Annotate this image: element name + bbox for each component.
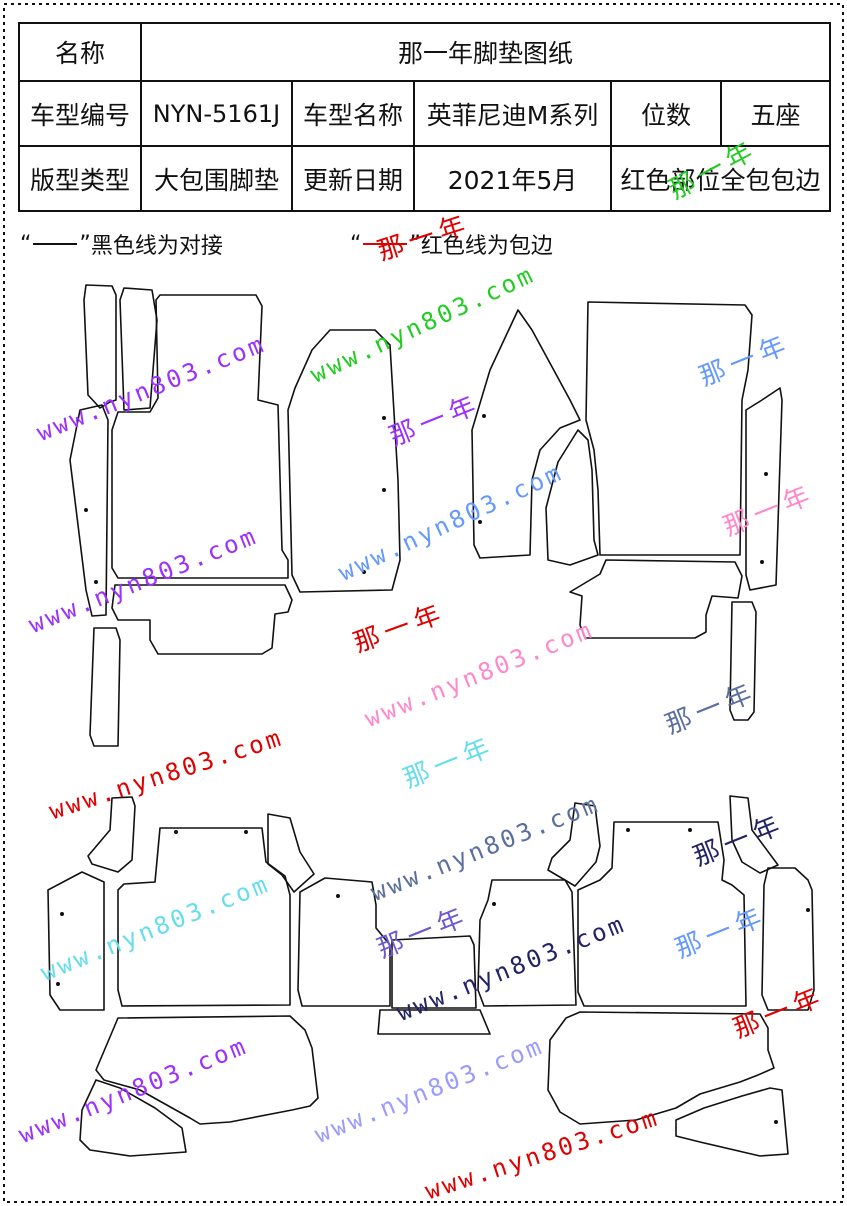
mat-piece <box>79 1079 187 1157</box>
mat-piece <box>675 1087 789 1157</box>
model-code: NYN-5161J <box>140 80 293 147</box>
legend-red: “ ” 红色线为包边 <box>350 228 553 260</box>
legend-red-text: 红色线为包边 <box>420 234 553 259</box>
mat-piece <box>69 404 109 617</box>
mat-piece <box>729 795 779 874</box>
drawing-title: 那一年脚垫图纸 <box>139 22 832 82</box>
model-code-label: 车型编号 <box>18 80 142 147</box>
mat-piece <box>297 877 391 1007</box>
mat-piece <box>471 309 581 559</box>
seats-value: 五座 <box>719 80 832 147</box>
mat-piece <box>267 813 315 893</box>
mat-piece <box>729 601 757 721</box>
mat-piece <box>111 584 293 655</box>
mat-piece <box>745 387 783 591</box>
mat-piece <box>545 429 599 566</box>
mat-piece <box>577 821 747 1007</box>
table-row: 车型编号 NYN-5161J 车型名称 英菲尼迪M系列 位数 五座 <box>18 80 832 147</box>
spec-table: 名称 那一年脚垫图纸 车型编号 NYN-5161J 车型名称 英菲尼迪M系列 位… <box>18 22 832 212</box>
update-date-label: 更新日期 <box>291 145 415 212</box>
update-date: 2021年5月 <box>413 145 612 212</box>
black-line-sample <box>33 243 78 245</box>
mat-piece <box>111 294 289 579</box>
red-line-sample <box>363 243 408 245</box>
mat-piece <box>87 796 136 873</box>
mat-type-label: 版型类型 <box>18 145 142 212</box>
mat-piece <box>391 935 477 1009</box>
legend-black-text: 黑色线为对接 <box>90 234 223 259</box>
legend-black: “ ” 黑色线为对接 <box>20 228 223 260</box>
mat-piece <box>117 827 291 1007</box>
mat-piece <box>377 1009 491 1035</box>
table-row: 名称 那一年脚垫图纸 <box>18 22 832 82</box>
mat-piece <box>547 1011 775 1125</box>
mat-type: 大包围脚垫 <box>140 145 293 212</box>
mat-piece <box>761 867 815 1011</box>
edge-note: 红色部位全包包边 <box>609 145 832 212</box>
mat-piece <box>585 301 753 556</box>
mat-piece <box>287 329 401 593</box>
mat-piece <box>569 559 743 639</box>
model-name-label: 车型名称 <box>291 80 415 147</box>
mat-piece <box>47 871 105 1011</box>
table-row: 版型类型 大包围脚垫 更新日期 2021年5月 红色部位全包包边 <box>18 145 832 212</box>
seats-label: 位数 <box>610 80 722 147</box>
model-name: 英菲尼迪M系列 <box>413 80 612 147</box>
mat-piece <box>119 287 158 411</box>
mat-piece <box>83 284 117 409</box>
mat-piece <box>477 879 577 1007</box>
name-label: 名称 <box>18 22 142 82</box>
mat-piece <box>547 802 601 887</box>
mat-piece <box>89 627 121 747</box>
mat-piece <box>95 1015 319 1125</box>
